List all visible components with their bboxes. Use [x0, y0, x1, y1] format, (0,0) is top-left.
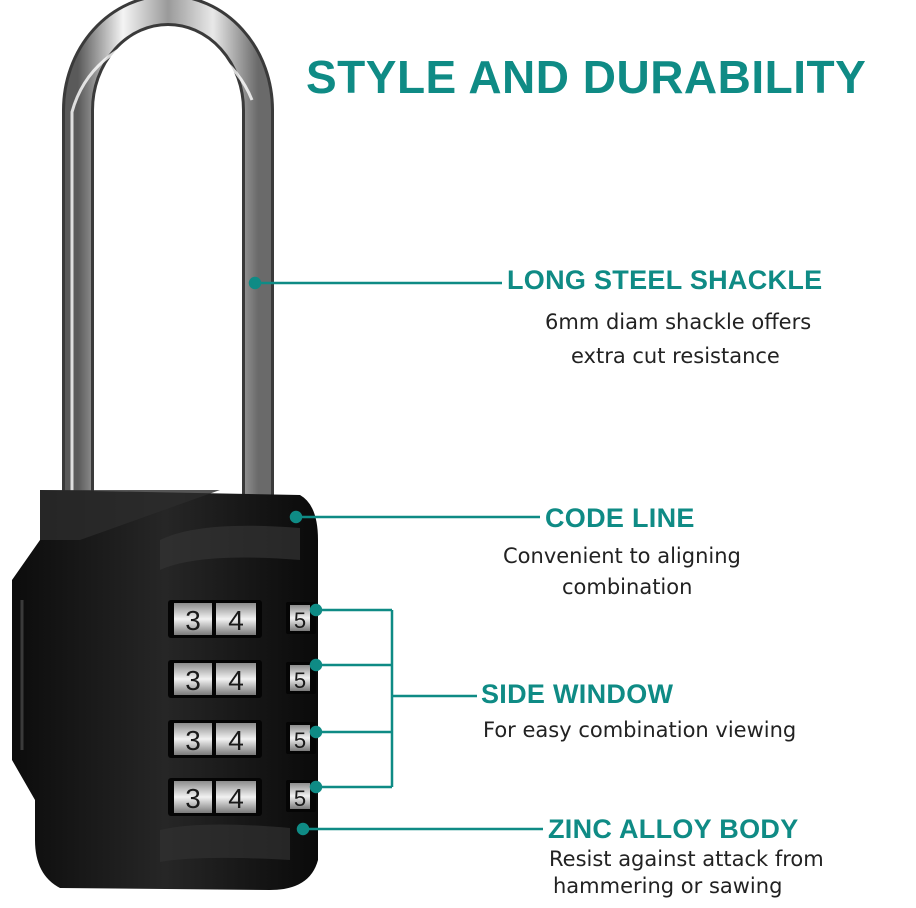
shackle-leader-line: [248, 276, 502, 290]
callout-text-code-line-2: combination: [562, 575, 693, 599]
dial-digit: 4: [228, 783, 244, 814]
side-digit: 5: [294, 786, 306, 811]
side-digit: 5: [294, 608, 306, 633]
callout-text-zinc-body-2: hammering or sawing: [553, 874, 783, 898]
callout-heading-code-line: CODE LINE: [545, 503, 695, 533]
callout-heading-shackle: LONG STEEL SHACKLE: [507, 265, 823, 295]
code-line-leader-line: [289, 510, 540, 524]
side-digit: 5: [294, 668, 306, 693]
callout-text-code-line-1: Convenient to aligning: [503, 544, 741, 568]
zinc-alloy-body: [12, 490, 318, 890]
body-leader-line: [296, 822, 543, 836]
dial-windows: [168, 600, 316, 816]
dial-row: [168, 720, 316, 758]
dial-digits: 3 4 5 3 4 5 3 4 5 3 4 5: [185, 605, 306, 814]
dial-digit: 4: [228, 725, 244, 756]
callout-heading-side-window: SIDE WINDOW: [481, 679, 674, 709]
dial-digit: 3: [185, 783, 201, 814]
dial-row: [168, 600, 316, 638]
callout-text-shackle-2: extra cut resistance: [571, 344, 780, 368]
callout-text-shackle-1: 6mm diam shackle offers: [545, 310, 812, 334]
side-window-leader-lines: [309, 603, 477, 794]
steel-shackle: [62, 0, 274, 505]
callout-text-side-window-1: For easy combination viewing: [483, 718, 797, 742]
dial-row: [168, 778, 316, 816]
dial-digit: 3: [185, 665, 201, 696]
dial-digit: 4: [228, 605, 244, 636]
side-digit: 5: [294, 728, 306, 753]
page-title: STYLE AND DURABILITY: [306, 51, 867, 103]
dial-digit: 4: [228, 665, 244, 696]
dial-digit: 3: [185, 725, 201, 756]
dial-digit: 3: [185, 605, 201, 636]
callout-heading-zinc-body: ZINC ALLOY BODY: [548, 814, 799, 844]
dial-row: [168, 660, 316, 698]
callout-lines: [248, 276, 543, 836]
callout-text-zinc-body-1: Resist against attack from: [549, 847, 824, 871]
